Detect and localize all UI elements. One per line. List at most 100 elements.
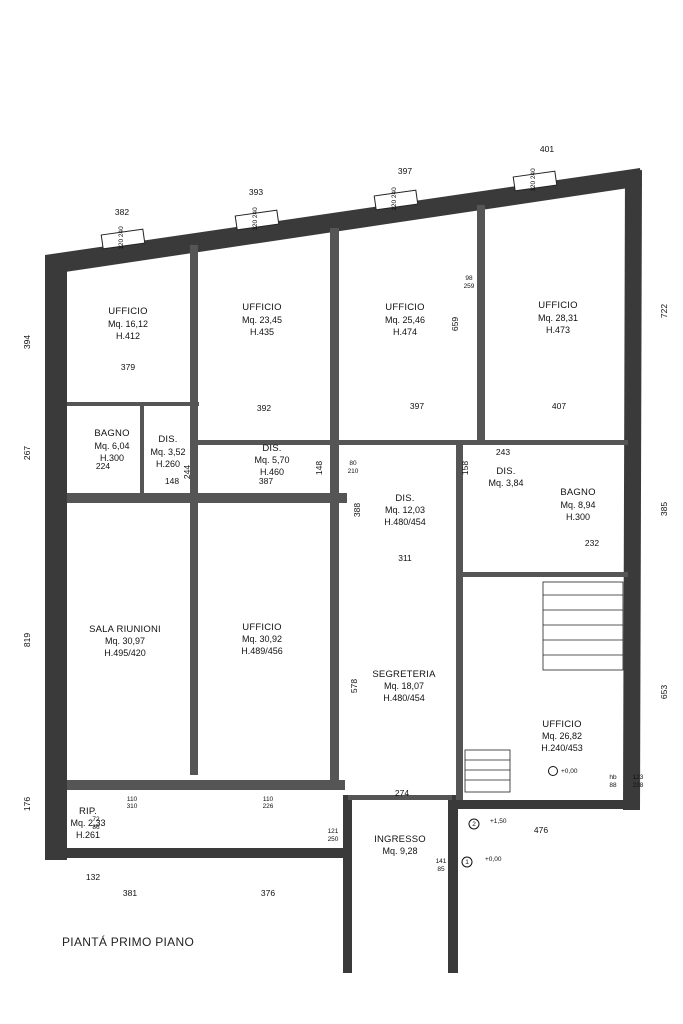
room-uff1-area: Mq. 16,12 [108, 319, 148, 329]
room-uff6-name: UFFICIO [542, 719, 581, 730]
window-2 [234, 209, 280, 231]
dim-158: 158 [460, 461, 470, 475]
window-code-4: 120 240 [530, 168, 537, 192]
dim-397: 397 [398, 166, 412, 176]
marker-2-label: 2 [472, 821, 476, 828]
room-uff5-name: UFFICIO [242, 622, 281, 633]
room-labels: UFFICIO Mq. 16,12 H.412 UFFICIO Mq. 23,4… [70, 300, 595, 856]
room-segreteria-name: SEGRETERIA [372, 669, 436, 680]
wall-h-5 [67, 780, 345, 790]
stair-block [542, 581, 624, 671]
wall-right [623, 170, 642, 810]
room-uff1-height: H.412 [116, 331, 140, 341]
level-marker-icon [548, 766, 558, 776]
marker-1-label: 1 [465, 859, 469, 866]
room-uff2-area: Mq. 23,45 [242, 315, 282, 325]
dim-385: 385 [659, 502, 669, 516]
dim-659: 659 [450, 317, 460, 331]
dim-376: 376 [261, 888, 275, 898]
door-code-88: 88 [609, 782, 617, 789]
door-code-141: 141 [436, 858, 447, 865]
room-uff3-height: H.474 [393, 327, 417, 337]
room-dis4-area: Mq. 3,84 [488, 478, 523, 488]
dim-394: 394 [22, 335, 32, 349]
wall-bottom-right [458, 800, 630, 809]
level-l1: +0,00 [561, 768, 578, 775]
room-rip-area: Mq. 2,33 [70, 818, 105, 828]
marker-1-icon [461, 856, 473, 868]
room-segreteria-area: Mq. 18,07 [384, 681, 424, 691]
door-code-80: 80 [349, 460, 357, 467]
wall-bottom-left [45, 848, 345, 858]
window-3 [373, 189, 419, 211]
door-code-98: 98 [465, 275, 473, 282]
door-code-hb: hb [609, 774, 617, 781]
wall-h-3 [67, 493, 347, 503]
dim-267: 267 [22, 446, 32, 460]
dim-407: 407 [552, 401, 566, 411]
dimension-labels: 382 393 397 401 722 385 653 394 267 819 … [22, 144, 669, 898]
door-code-210: 210 [348, 468, 359, 475]
room-bagno1-area: Mq. 6,04 [94, 441, 129, 451]
room-dis4-name: DIS. [496, 466, 515, 477]
dim-819: 819 [22, 633, 32, 647]
wall-int-b [330, 228, 339, 780]
dim-176: 176 [22, 797, 32, 811]
dim-381: 381 [123, 888, 137, 898]
room-uff1-name: UFFICIO [108, 306, 147, 317]
room-sala-name: SALA RIUNIONI [89, 624, 161, 635]
dim-397b: 397 [410, 401, 424, 411]
wall-ingresso-left [343, 795, 352, 973]
room-uff6-area: Mq. 26,82 [542, 731, 582, 741]
room-uff3-name: UFFICIO [385, 302, 424, 313]
stairs [464, 581, 624, 793]
room-dis2-name: DIS. [262, 443, 281, 454]
dim-244: 244 [182, 465, 192, 479]
wall-h-6 [348, 795, 452, 800]
wall-int-d [456, 440, 463, 800]
room-sala-height: H.495/420 [104, 648, 146, 658]
dim-392: 392 [257, 403, 271, 413]
door-code-110a: 110 [127, 796, 138, 803]
dim-401: 401 [540, 144, 554, 154]
room-dis3-name: DIS. [395, 493, 414, 504]
window-1 [100, 228, 146, 250]
room-dis3-area: Mq. 12,03 [385, 505, 425, 515]
door-code-259: 259 [464, 283, 475, 290]
level-markers: +0,00 2 +1,50 1 +0,00 [461, 766, 578, 868]
room-uff4-name: UFFICIO [538, 300, 577, 311]
room-bagno1-height: H.300 [100, 453, 124, 463]
interior-walls [67, 205, 628, 800]
window-code-3: 120 240 [391, 187, 398, 211]
wall-ingresso-right [448, 795, 458, 973]
wall-bagno1 [140, 406, 144, 496]
dim-722: 722 [659, 304, 669, 318]
room-ingresso-name: INGRESSO [374, 834, 426, 845]
room-dis2-height: H.460 [260, 467, 284, 477]
dim-379: 379 [121, 362, 135, 372]
dim-388: 388 [352, 503, 362, 517]
door-code-86: 86 [92, 824, 100, 831]
door-code-226: 226 [263, 803, 274, 810]
room-rip-height: H.261 [76, 830, 100, 840]
window-4 [512, 170, 558, 192]
windows [100, 170, 558, 250]
dim-476: 476 [534, 825, 548, 835]
wall-int-c [477, 205, 485, 440]
window-code-1: 120 240 [118, 226, 125, 250]
wall-h-4 [458, 572, 628, 577]
room-uff5-height: H.489/456 [241, 646, 283, 656]
dim-653: 653 [659, 685, 669, 699]
dim-232: 232 [585, 538, 599, 548]
door-code-121: 121 [328, 828, 339, 835]
room-ingresso-area: Mq. 9,28 [382, 846, 417, 856]
room-uff6-height: H.240/453 [541, 743, 583, 753]
room-dis1-name: DIS. [158, 434, 177, 445]
room-uff3-area: Mq. 25,46 [385, 315, 425, 325]
wall-left [45, 255, 67, 860]
wall-h-1 [67, 402, 199, 406]
room-uff4-area: Mq. 28,31 [538, 313, 578, 323]
dim-382: 382 [115, 207, 129, 217]
door-code-110b: 110 [263, 796, 274, 803]
room-rip-name: RIP. [79, 806, 97, 817]
